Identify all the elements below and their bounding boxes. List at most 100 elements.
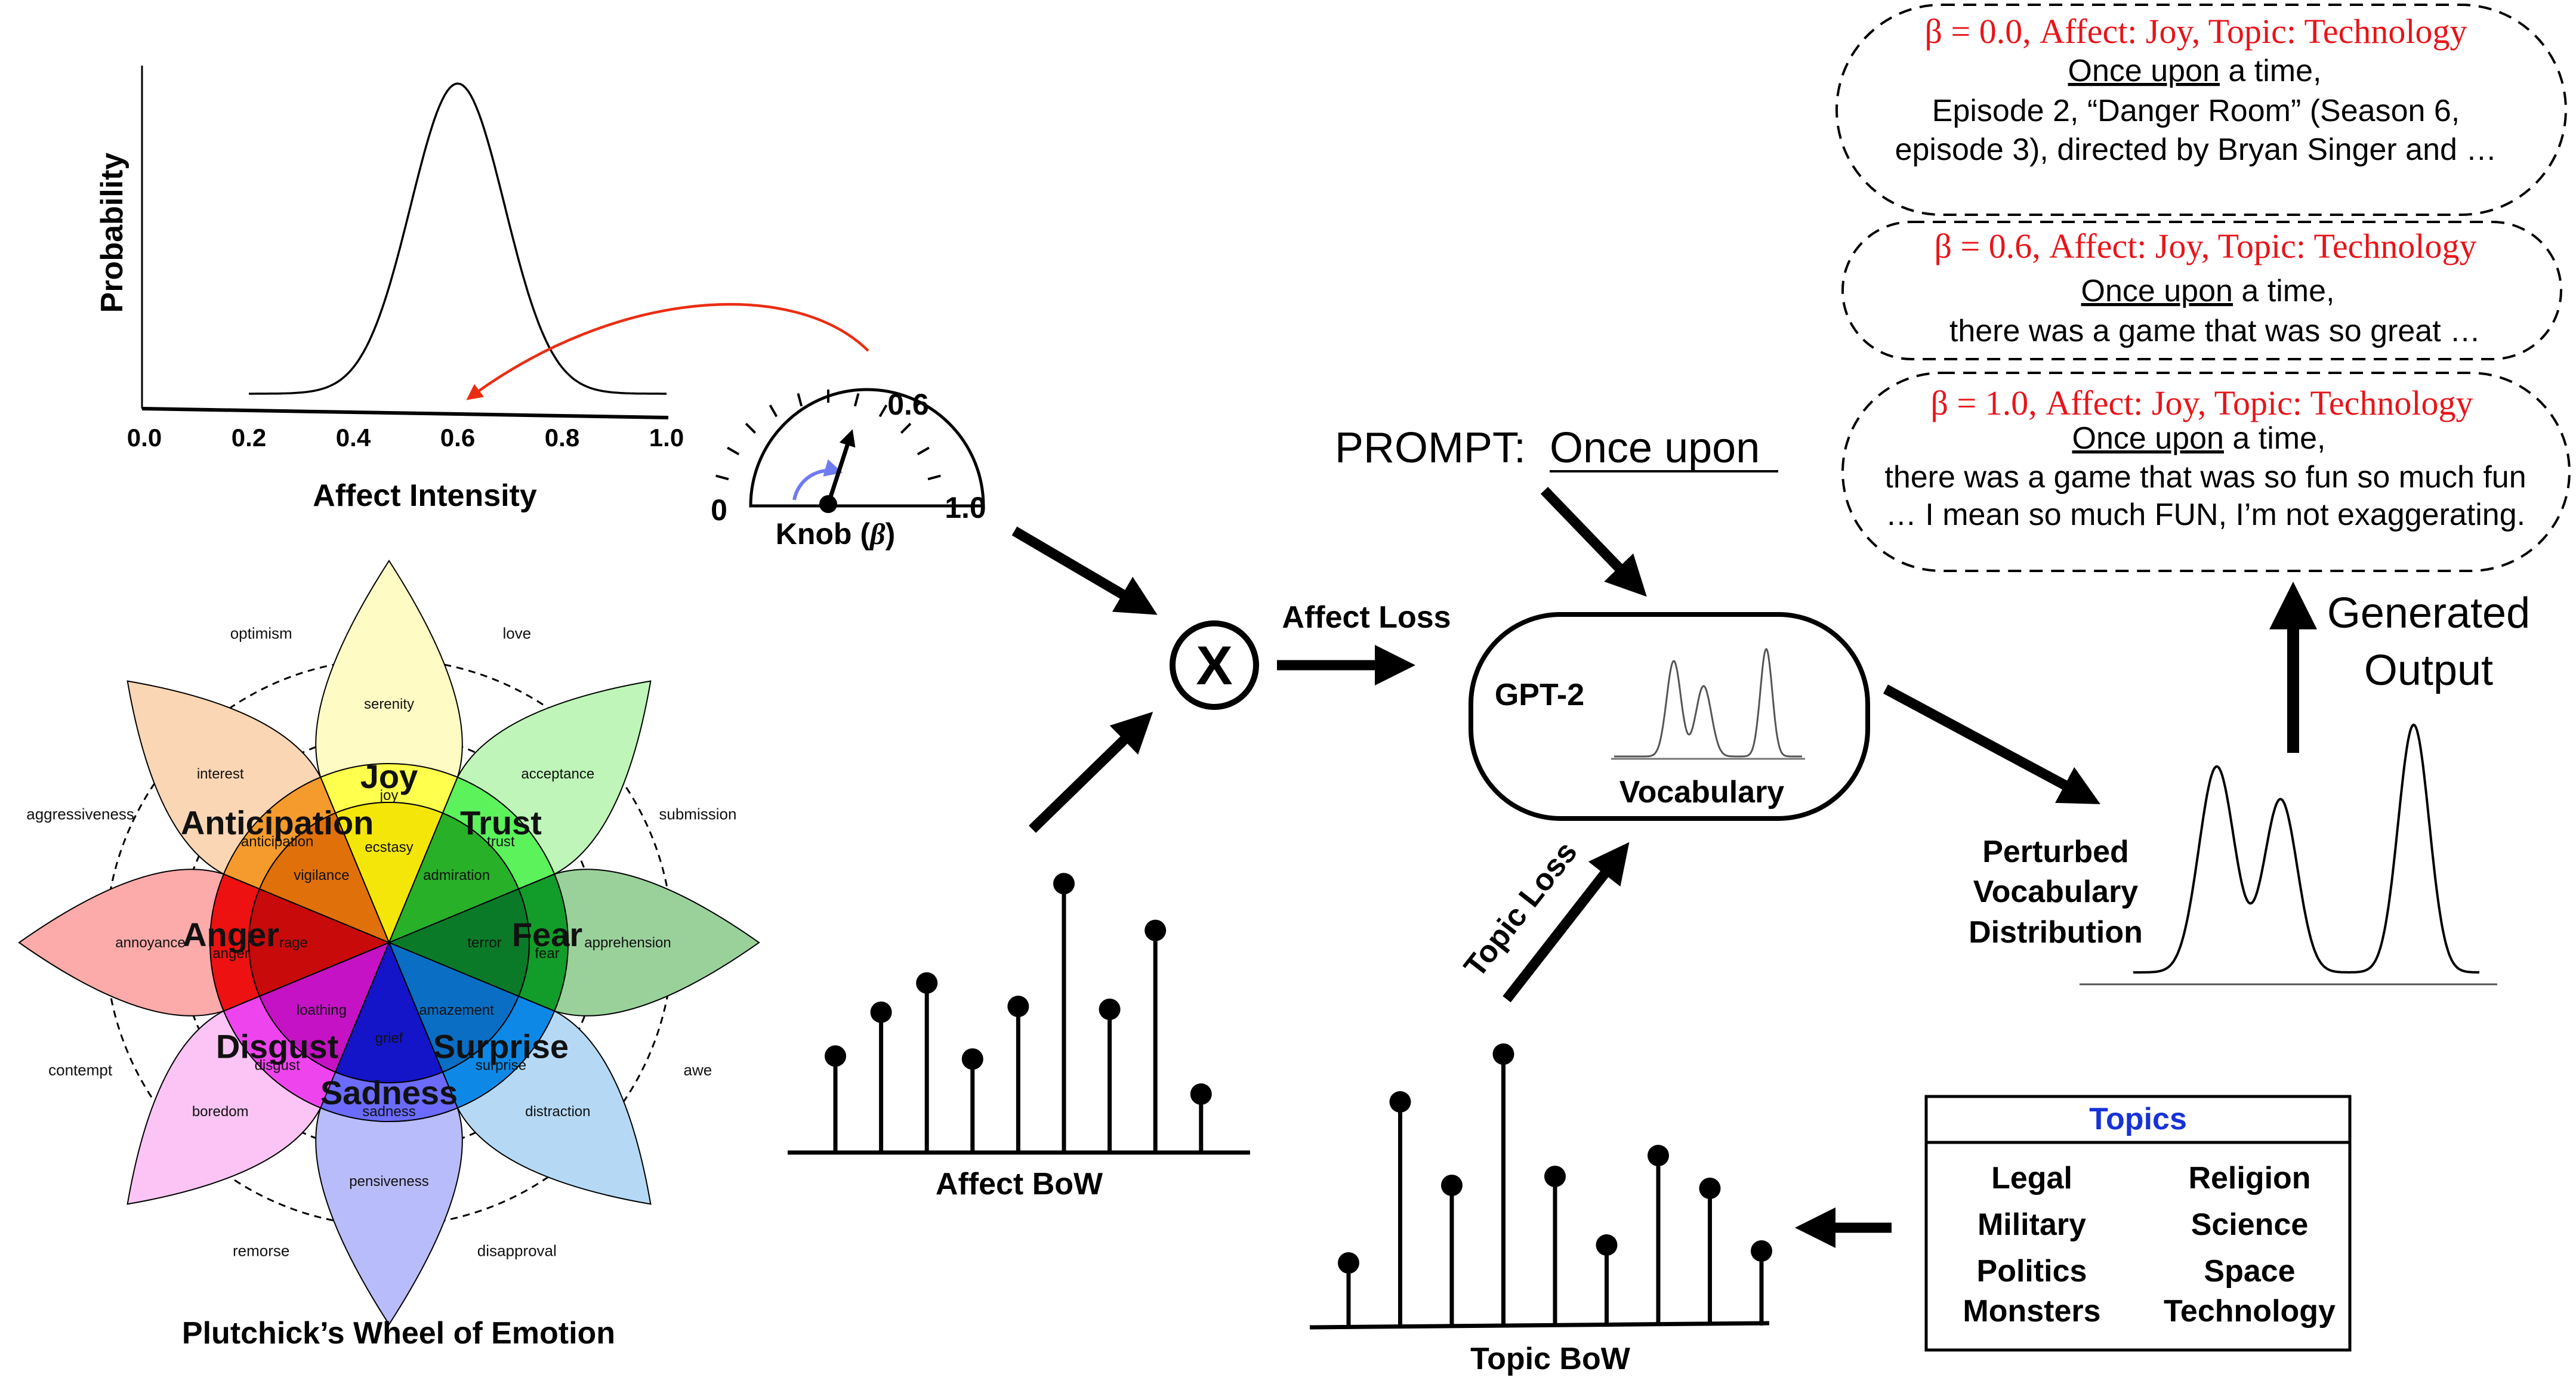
wheel-basic-label: anger [212, 946, 249, 962]
output-bubble: β = 0.6, Affect: Joy, Topic: Technology … [1841, 221, 2562, 360]
wheel-intense-label: admiration [423, 867, 490, 884]
knob-to-curve-arrow [466, 302, 869, 400]
wheel-basic-label: sadness [362, 1104, 415, 1120]
wheel-primary-label: Sadness [320, 1074, 458, 1111]
knob-tick [727, 446, 740, 456]
wheel-mild-label: annoyance [115, 935, 185, 951]
wheel-petal-inner [248, 888, 391, 997]
topic-item: Legal [1991, 1161, 2072, 1196]
topic-bow-bar-head [1596, 1234, 1618, 1256]
output-first-line: Once upon a time, [2068, 54, 2322, 88]
x-tick-label: 0.0 [127, 424, 162, 452]
wheel-mild-label: acceptance [521, 766, 594, 782]
knob-tick [769, 404, 778, 418]
knob-tick [878, 404, 888, 418]
wheel-dyad-label: optimism [230, 625, 292, 642]
affect-bow-chart [788, 873, 1250, 1155]
wheel-primary-label: Anticipation [181, 804, 374, 842]
topic-item: Technology [2164, 1294, 2336, 1329]
knob-label: Knob (β) [776, 517, 896, 551]
perturbed-label-line: Perturbed [1982, 835, 2129, 869]
output-header: β = 1.0, Affect: Joy, Topic: Technology [1931, 384, 2473, 422]
perturbed-label-line: Vocabulary [1973, 875, 2139, 909]
knob-tick [900, 422, 912, 434]
output-bubble-frame [1835, 4, 2567, 216]
output-header: β = 0.6, Affect: Joy, Topic: Technology [1935, 227, 2477, 265]
knob-ticks [715, 390, 941, 481]
wheel-dyad-label: disapproval [477, 1241, 557, 1259]
knob-pivot [819, 495, 837, 513]
knob-to-multiply-arrow [1011, 526, 1158, 615]
wheel-caption: Plutchick’s Wheel of Emotion [182, 1316, 615, 1351]
x-tick-labels: 0.0 0.2 0.4 0.6 0.8 1.0 [127, 424, 684, 452]
affect-bow-bar-head [825, 1045, 846, 1067]
wheel-mild-label: pensiveness [349, 1173, 428, 1190]
wheel-intense-label: grief [375, 1030, 403, 1046]
wheel-dyad-label: love [502, 625, 531, 642]
topic-bow-label: Topic BoW [1470, 1342, 1631, 1376]
wheel-basic-label: surprise [476, 1057, 526, 1073]
topic-bow-baseline [1309, 1321, 1770, 1330]
wheel-basic-label: fear [535, 946, 559, 962]
wheel-basic-label: trust [487, 834, 515, 850]
affect-bow-bar-head [1053, 873, 1075, 895]
wheel-primary-label: Anger [183, 916, 279, 953]
knob-dial [749, 388, 985, 508]
knob-tick [715, 474, 729, 481]
topic-item: Science [2191, 1207, 2309, 1242]
output-line: there was a game that was so fun so much… [1884, 460, 2526, 495]
topic-bow-bar-head [1389, 1091, 1411, 1113]
prompt: PROMPT: Once upon [1335, 424, 1778, 472]
wheel-dyad-label: contempt [48, 1061, 113, 1079]
wheel-intense-label: terror [467, 935, 501, 951]
affect-bow-bar-head [916, 972, 938, 994]
gpt2-box [1469, 612, 1870, 821]
x-axis [141, 407, 669, 419]
output-bubble-frame [1841, 372, 2571, 572]
wheel-petal-inner [387, 888, 530, 997]
knob-value-label: 0.6 [887, 388, 929, 421]
topic-item: Monsters [1963, 1294, 2100, 1329]
perturbed-distribution-curve [2133, 723, 2479, 974]
knob-tick [745, 422, 757, 434]
prompt-to-gpt-arrow [1540, 487, 1647, 597]
multiply-x: X [1196, 635, 1232, 696]
affect-bow-bar-head [1144, 919, 1167, 941]
topic-bow-bar-head [1751, 1240, 1772, 1262]
wheel-primary-label: Surprise [433, 1027, 569, 1065]
wheel-primary-label: Trust [460, 804, 542, 842]
output-header: β = 0.0, Affect: Joy, Topic: Technology [1925, 12, 2467, 51]
generated-label-line: Output [2364, 647, 2493, 694]
wheel-petal-inner [388, 812, 520, 944]
x-tick-label: 0.4 [336, 424, 371, 452]
wheel-intense-label: amazement [419, 1002, 494, 1018]
wheel-primary-label: Fear [512, 916, 582, 953]
output-first-line: Once upon a time, [2072, 421, 2326, 456]
knob-max-label: 1.0 [945, 491, 986, 524]
output-line: Episode 2, “Danger Room” (Season 6, [1932, 94, 2460, 128]
knob-min-label: 0 [711, 493, 727, 527]
knob-tick [927, 474, 941, 481]
multiply-symbol: X [1170, 620, 1259, 710]
x-tick-label: 0.6 [440, 424, 475, 452]
wheel-petal-inner [258, 941, 390, 1073]
prompt-text: Once upon [1550, 424, 1760, 472]
wheel-mild-label: boredom [192, 1104, 249, 1120]
gaussian-curve [249, 82, 667, 395]
output-bubble: β = 0.0, Affect: Joy, Topic: Technology … [1835, 4, 2567, 216]
wheel-mild-label: distraction [525, 1104, 590, 1120]
knob-tick [917, 446, 930, 456]
topic-bow-chart [1309, 1043, 1772, 1330]
gpt2-vocab-distribution [1614, 647, 1802, 758]
topic-bow-bar-head [1338, 1252, 1359, 1274]
x-tick-label: 0.2 [232, 424, 266, 452]
wheel-petal-inner [388, 941, 520, 1073]
affect-intensity-chart: Probability Affect Intensity 0.0 0.2 0.4… [95, 66, 869, 513]
topic-bow-bar-head [1648, 1145, 1669, 1166]
wheel-intense-label: ecstasy [365, 839, 413, 855]
topic-item: Military [1977, 1207, 2086, 1242]
topics-frame [1924, 1095, 2352, 1352]
wheel-petal-inner [334, 941, 444, 1083]
wheel-intense-label: rage [279, 935, 308, 951]
wheel-petal-inner [334, 802, 444, 944]
